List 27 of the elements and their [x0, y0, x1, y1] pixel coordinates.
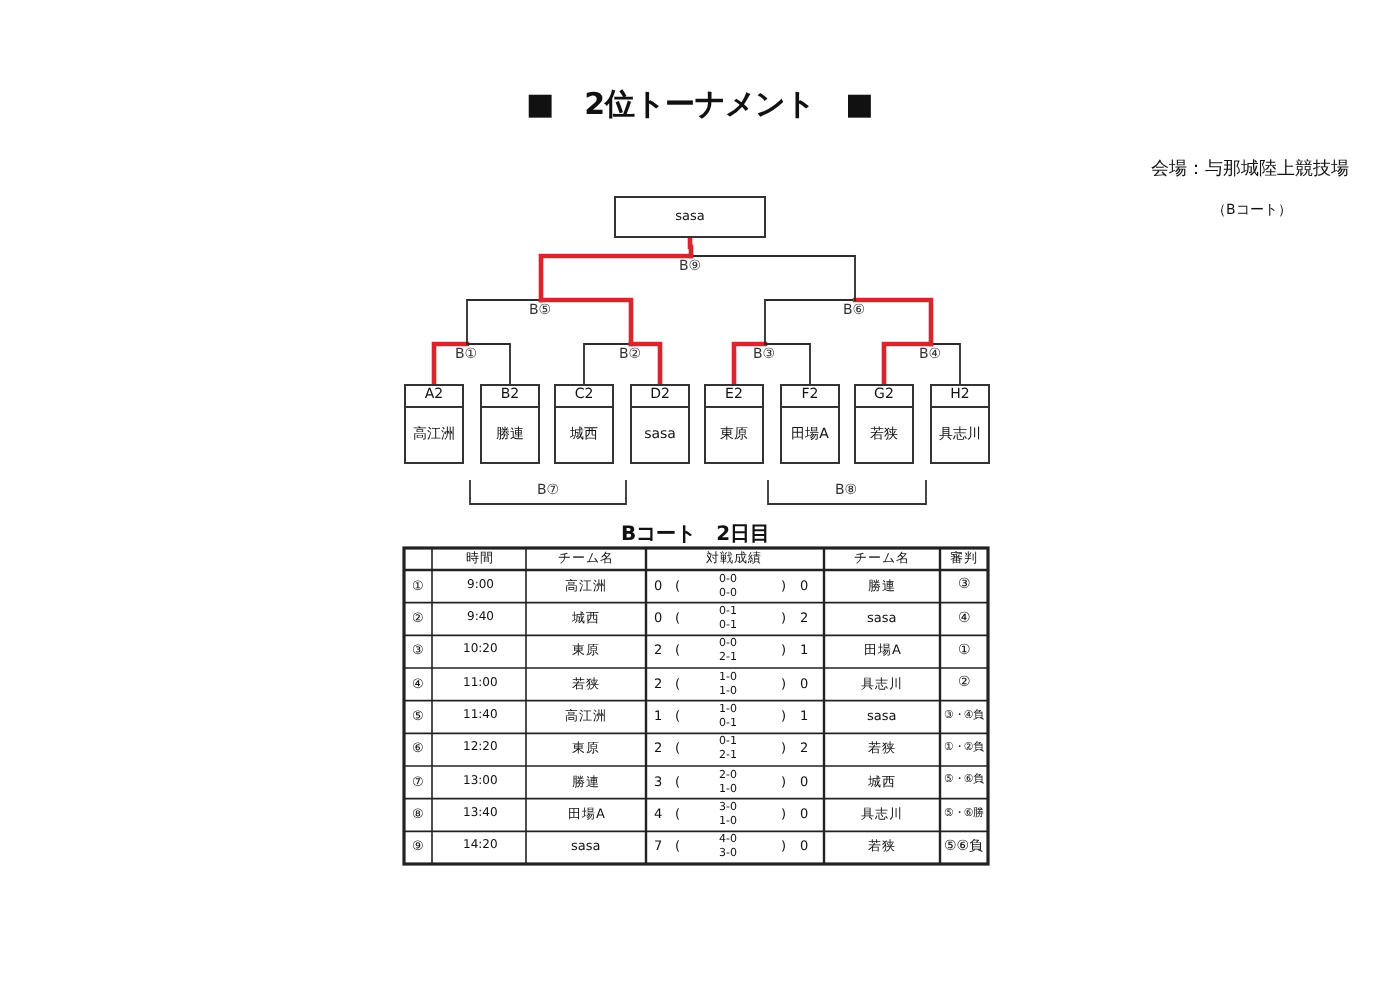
team-box: [930, 384, 990, 464]
bracket-line: [690, 255, 856, 301]
bracket-line: [466, 299, 542, 345]
venue-text: 会場：与那城陸上競技場: [1151, 162, 1349, 182]
bracket-line: [852, 297, 934, 347]
team-box: [704, 384, 764, 464]
bracket-line: [764, 299, 856, 345]
bracket-line: [881, 341, 934, 387]
bracket-line: [538, 253, 694, 303]
bracket-line: [764, 343, 811, 385]
bracket-line: [538, 297, 634, 347]
title: ■ 2位トーナメント ■: [526, 87, 874, 120]
winner-box: [614, 196, 766, 238]
team-box: [404, 384, 464, 464]
team-box: [854, 384, 914, 464]
bracket-line: [583, 343, 632, 385]
bracket-line: [466, 343, 511, 385]
table-title: Bコート 2日目: [621, 523, 771, 545]
bracket-line: [930, 343, 961, 385]
bracket-line: [731, 341, 768, 387]
bracket-line: [687, 235, 694, 259]
team-box: [554, 384, 614, 464]
bracket-line: [628, 341, 663, 387]
team-box: [480, 384, 540, 464]
team-box: [630, 384, 690, 464]
bracket-line: [431, 341, 470, 387]
team-box: [780, 384, 840, 464]
